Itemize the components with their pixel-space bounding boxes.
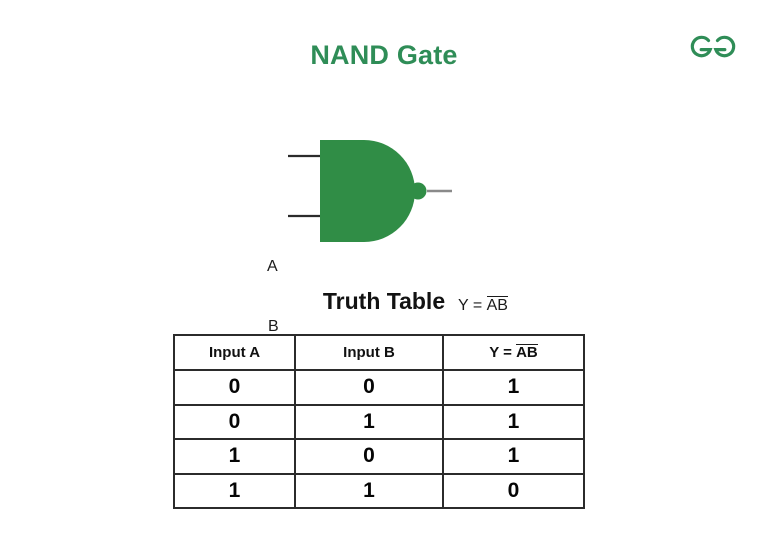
cell-input-b: 1 (294, 472, 444, 509)
gate-body (320, 140, 415, 242)
inversion-bubble-icon (409, 182, 427, 200)
page-title: NAND Gate (310, 40, 458, 70)
output-expression: Y = AB (458, 296, 508, 315)
geeksforgeeks-logo (684, 26, 742, 66)
cell-input-a: 1 (173, 438, 296, 475)
cell-output-y: 1 (442, 369, 585, 406)
input-label-a: A (267, 258, 278, 275)
output-expression-prefix: Y = (458, 297, 487, 314)
column-header-input-a: Input A (173, 334, 296, 371)
table-row: 0 0 1 (173, 369, 585, 406)
input-label-b: B (268, 318, 279, 335)
nand-gate-diagram: A B Y = AB (0, 118, 768, 335)
cell-input-b: 0 (294, 369, 444, 406)
cell-output-y: 0 (442, 472, 585, 509)
nand-gate-graphic (288, 140, 452, 242)
truth-table: Input A Input B Y = AB 0 0 1 0 1 1 1 0 1… (173, 334, 585, 509)
output-expression-operand: AB (486, 296, 508, 314)
truth-table-heading: Truth Table (322, 288, 446, 314)
table-row: 1 0 1 (173, 438, 585, 475)
column-header-input-b: Input B (294, 334, 444, 371)
column-header-output-operand: AB (516, 343, 538, 361)
table-row: 0 1 1 (173, 403, 585, 440)
cell-input-a: 0 (173, 403, 296, 440)
table-row: 1 1 0 (173, 472, 585, 509)
cell-input-b: 0 (294, 438, 444, 475)
column-header-output-prefix: Y = (489, 343, 517, 361)
cell-output-y: 1 (442, 438, 585, 475)
column-header-output: Y = AB (442, 334, 585, 371)
cell-input-b: 1 (294, 403, 444, 440)
cell-input-a: 1 (173, 472, 296, 509)
cell-output-y: 1 (442, 403, 585, 440)
table-header-row: Input A Input B Y = AB (173, 334, 585, 371)
cell-input-a: 0 (173, 369, 296, 406)
